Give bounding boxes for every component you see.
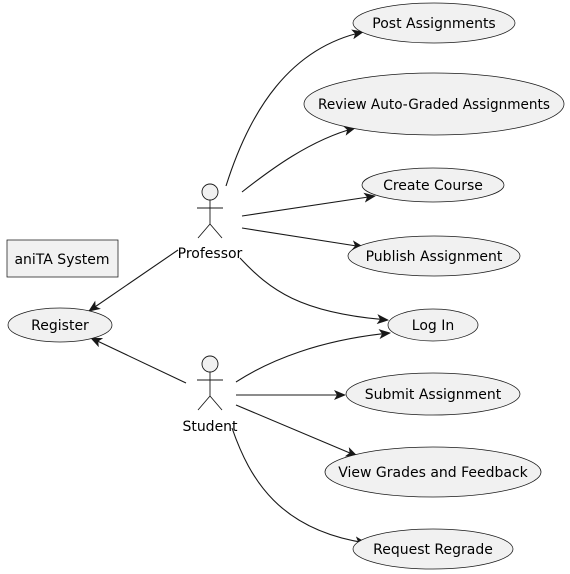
use-case-post-assignments: Post Assignments: [352, 2, 516, 44]
edge-professor-create-course: [241, 192, 376, 217]
use-case-view-grades-and-feedback: View Grades and Feedback: [324, 446, 542, 498]
actor-label: Student: [182, 419, 238, 435]
edge-student-request-regrade: [231, 427, 367, 547]
actor-label: Professor: [178, 246, 243, 262]
edge-professor-register: [88, 249, 179, 312]
stick-figure-icon: [197, 183, 223, 239]
use-case-register: Register: [7, 307, 113, 343]
use-case-label: Create Course: [383, 178, 483, 194]
actor-student: Student: [182, 355, 238, 435]
use-case-label: Post Assignments: [372, 16, 495, 32]
edge-student-register: [90, 337, 187, 384]
edge-professor-log-in: [239, 257, 389, 325]
edge-professor-review-auto-graded: [241, 126, 356, 193]
system-box: aniTA System: [6, 239, 119, 278]
use-case-label: Submit Assignment: [365, 387, 502, 403]
system-label: aniTA System: [14, 252, 109, 268]
use-case-label: Log In: [412, 318, 454, 334]
use-case-log-in: Log In: [387, 308, 479, 342]
edge-student-view-grades: [235, 404, 358, 457]
use-case-label: Request Regrade: [373, 542, 493, 558]
stick-figure-icon: [197, 355, 223, 411]
actor-professor: Professor: [178, 183, 243, 262]
use-case-label: Publish Assignment: [366, 249, 503, 265]
use-case-label: Review Auto-Graded Assignments: [318, 97, 550, 113]
edge-student-log-in: [235, 329, 391, 383]
use-case-review-auto-graded-assignments: Review Auto-Graded Assignments: [303, 72, 565, 136]
use-case-submit-assignment: Submit Assignment: [345, 372, 521, 416]
use-case-label: Register: [31, 318, 89, 334]
use-case-create-course: Create Course: [361, 167, 505, 203]
edge-professor-publish-assignment: [241, 227, 364, 251]
use-case-label: View Grades and Feedback: [338, 465, 528, 481]
use-case-publish-assignment: Publish Assignment: [347, 235, 521, 277]
edge-professor-post-assignments: [225, 29, 364, 187]
use-case-request-regrade: Request Regrade: [352, 528, 514, 570]
